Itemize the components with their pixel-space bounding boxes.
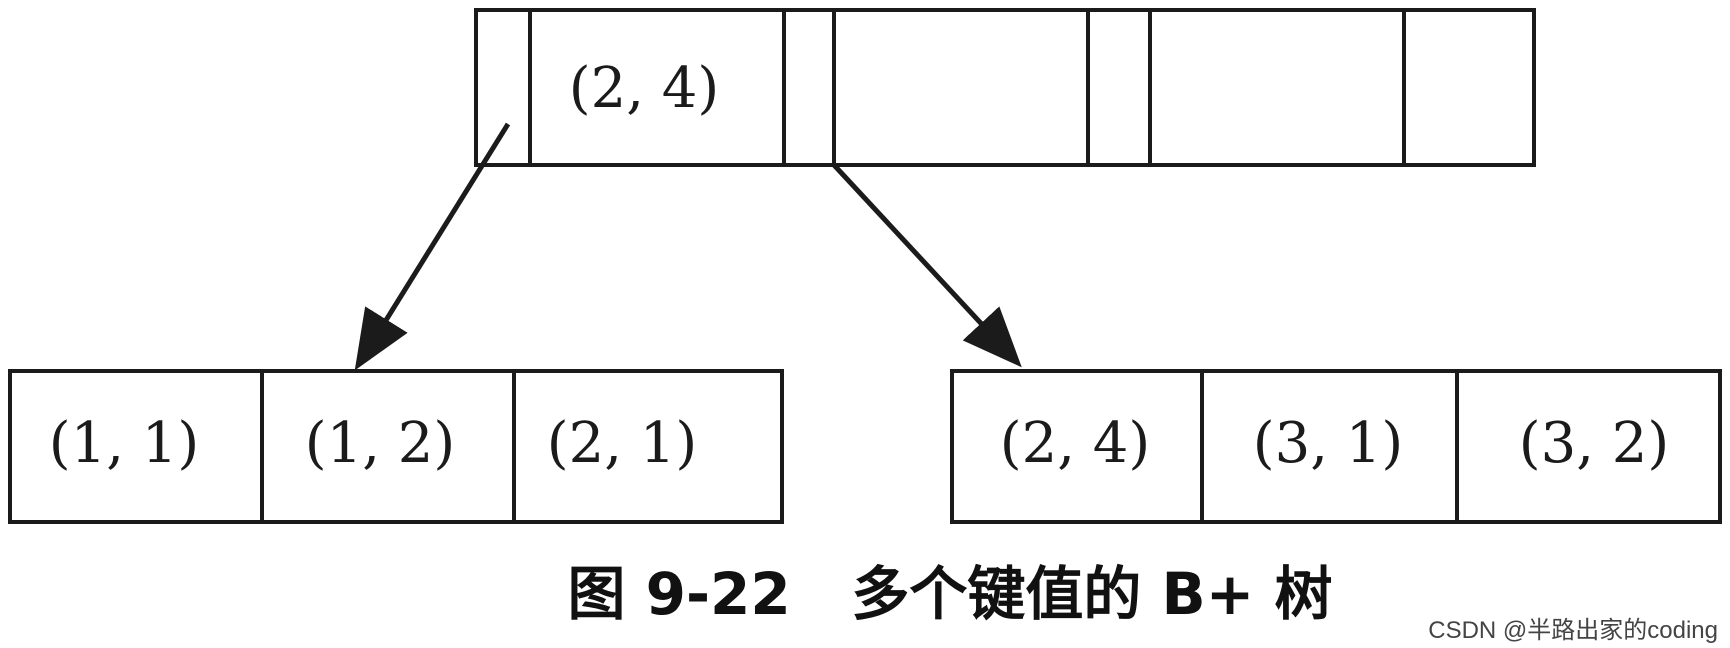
- root-key-slot-2: [1148, 8, 1406, 167]
- root-pointer-slot-2: [1086, 8, 1152, 167]
- root-key-slot-1: [832, 8, 1090, 167]
- watermark: CSDN @半路出家的coding: [1428, 617, 1718, 644]
- root-key-0-label: (2, 4): [569, 56, 720, 121]
- leaf-node-left: (1, 1) (1, 2) (2, 1): [8, 369, 784, 524]
- root-pointer-slot-1: [782, 8, 836, 167]
- leaf-right-key-1: (3, 1): [1253, 411, 1404, 476]
- pointer-arrow-right: [832, 163, 1022, 368]
- leaf-right-key-0: (2, 4): [1000, 411, 1151, 476]
- figure-caption: 图 9-22 多个键值的 B+ 树: [567, 560, 1332, 628]
- pointer-arrow-left: [354, 122, 511, 371]
- leaf-node-right: (2, 4) (3, 1) (3, 2): [950, 369, 1722, 524]
- root-node: (2, 4): [474, 8, 1536, 167]
- leaf-right-key-2: (3, 2): [1519, 411, 1670, 476]
- leaf-left-key-0: (1, 1): [49, 411, 200, 476]
- leaf-left-key-1: (1, 2): [305, 411, 456, 476]
- root-pointer-slot-3: [1402, 8, 1536, 167]
- root-pointer-slot-0: [474, 8, 532, 167]
- leaf-left-key-2: (2, 1): [547, 411, 698, 476]
